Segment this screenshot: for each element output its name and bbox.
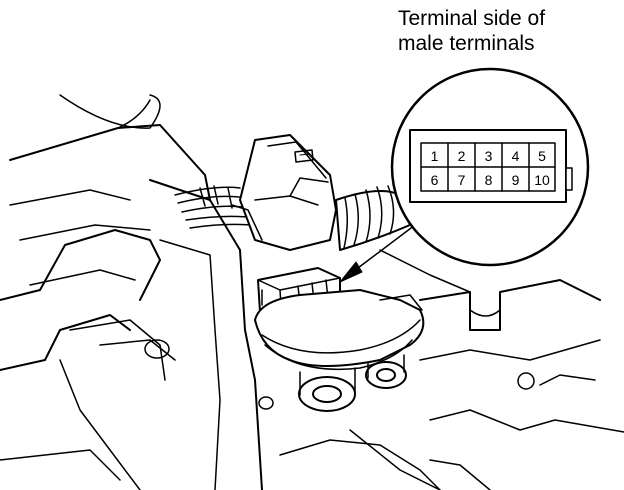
connector-face (409, 129, 573, 203)
terminal-numbers: 1 2 3 4 5 6 7 8 9 10 (431, 148, 550, 188)
terminal-3: 3 (485, 148, 493, 164)
right-bracket-outline (279, 249, 624, 490)
terminal-1: 1 (431, 148, 439, 164)
sensor-body (254, 289, 425, 412)
caption-line-1: Terminal side of (398, 7, 546, 30)
terminal-7: 7 (458, 172, 466, 188)
terminal-5: 5 (538, 148, 546, 164)
harness-connector (231, 134, 337, 251)
terminal-9: 9 (512, 172, 520, 188)
engine-bay-outline (0, 94, 263, 490)
terminal-6: 6 (431, 172, 439, 188)
caption-line-2: male terminals (398, 32, 535, 55)
terminal-10: 10 (534, 172, 550, 188)
terminal-8: 8 (485, 172, 493, 188)
caption: Terminal side of male terminals (398, 6, 545, 56)
terminal-2: 2 (458, 148, 466, 164)
terminal-4: 4 (512, 148, 520, 164)
leader-arrow (339, 224, 416, 283)
